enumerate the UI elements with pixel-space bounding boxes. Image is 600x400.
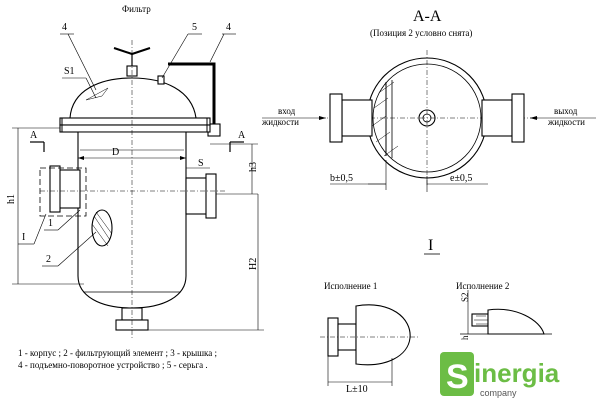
- variant-2-drawing: S2 h: [460, 290, 552, 340]
- sinergia-logo: S inergia company: [440, 352, 560, 398]
- dim-h: h: [460, 335, 470, 340]
- dim-s2: S2: [460, 292, 470, 302]
- detail-i-mark: I: [22, 232, 25, 243]
- section-a-left: A: [30, 130, 38, 141]
- callouts: 4 5 4 S1 1 2 I: [18, 22, 236, 267]
- legend-line-1: 1 - корпус ; 2 - фильтрующий элемент ; 3…: [18, 348, 217, 358]
- dim-s1: S1: [64, 66, 75, 77]
- inlet-label-2: жидкости: [261, 117, 299, 127]
- section-outlet-nozzle: [481, 99, 513, 137]
- cover-dome: [69, 77, 197, 119]
- callout-4-right: 4: [226, 22, 231, 33]
- dim-d: D: [112, 147, 119, 158]
- inlet-nozzle: [57, 169, 81, 209]
- flange-bottom: [59, 124, 211, 133]
- title: Фильтр: [122, 4, 151, 14]
- lifting-arm: [168, 62, 216, 128]
- outlet-label-2: жидкости: [547, 117, 585, 127]
- dim-l: L±10: [346, 384, 368, 395]
- dim-s: S: [198, 158, 204, 169]
- callout-2: 2: [46, 254, 51, 265]
- dimensions: D S A A h1 h3 H2: [6, 127, 264, 331]
- legend-line-2: 4 - подъемно-поворотное устройство ; 5 -…: [18, 360, 208, 370]
- variant-1-label: Исполнение 1: [324, 281, 377, 291]
- logo-badge: [440, 352, 474, 396]
- section-subtitle: (Позиция 2 условно снята): [370, 28, 472, 38]
- detail-i-view: I Исполнение 1 Исполнение 2 L±10 S2 h: [320, 237, 552, 395]
- dim-e: e±0,5: [450, 173, 472, 184]
- callout-5: 5: [192, 22, 197, 33]
- dim-b: b±0,5: [330, 173, 353, 184]
- flange-top: [59, 117, 211, 126]
- outlet-label-1: выход: [554, 106, 578, 116]
- dim-h3: h3: [248, 162, 259, 172]
- section-inlet-nozzle: [341, 99, 373, 137]
- variant-2-label: Исполнение 2: [456, 281, 509, 291]
- dim-h1: h1: [6, 194, 17, 204]
- svg-text:S: S: [446, 358, 469, 396]
- logo-word: inergia: [474, 358, 560, 388]
- variant-1-drawing: L±10: [320, 304, 418, 395]
- inlet-label-1: вход: [278, 106, 296, 116]
- callout-4-left: 4: [62, 22, 67, 33]
- logo-company: company: [480, 388, 517, 398]
- section-aa-view: A-A (Позиция 2 условно снята) вход жидко…: [261, 8, 596, 192]
- filter-main-view: [39, 40, 225, 340]
- section-a-right: A: [238, 130, 246, 141]
- section-title: A-A: [413, 8, 442, 25]
- outlet-nozzle: [185, 177, 209, 215]
- lug-5: [157, 75, 165, 85]
- detail-title: I: [428, 237, 433, 254]
- dim-h2: H2: [248, 258, 259, 270]
- callout-1: 1: [48, 218, 53, 229]
